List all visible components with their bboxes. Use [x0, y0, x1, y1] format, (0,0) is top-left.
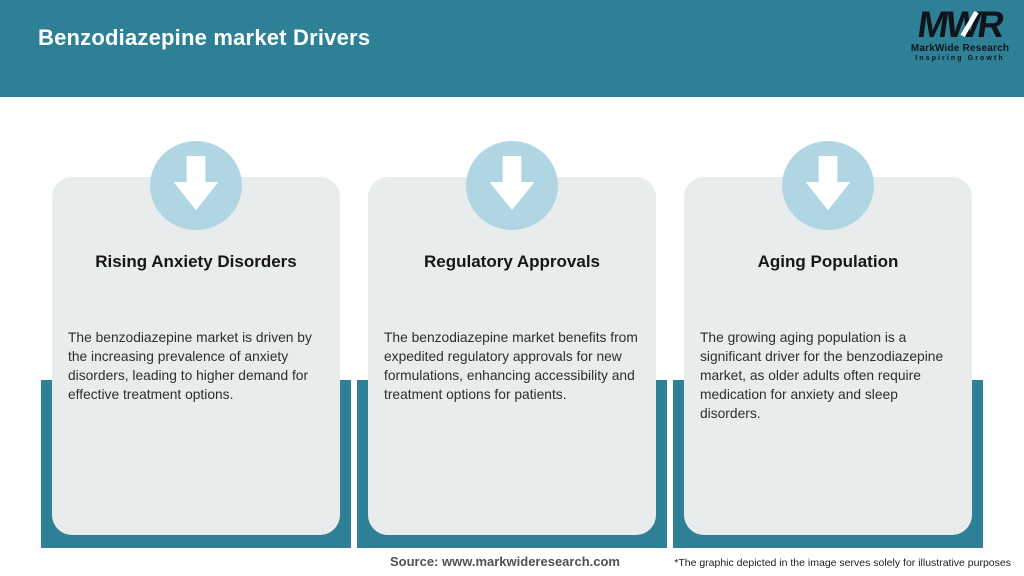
card-description: The benzodiazepine market is driven by t…	[68, 330, 312, 402]
down-arrow-icon	[150, 141, 242, 230]
card-description: The benzodiazepine market benefits from …	[384, 330, 638, 402]
markwide-research-logo: MWR MarkWide Research Inspiring Growth	[906, 4, 1014, 62]
logo-monogram-text: MWR	[915, 4, 1005, 45]
driver-card-rising-anxiety-disorders: Rising Anxiety Disorders The benzodiazep…	[52, 177, 340, 535]
card-title: Regulatory Approvals	[423, 252, 601, 271]
header-banner: Benzodiazepine market Drivers MWR MarkWi…	[0, 0, 1024, 97]
driver-card-regulatory-approvals: Regulatory Approvals The benzodiazepine …	[368, 177, 656, 535]
card-description: The growing aging population is a signif…	[700, 330, 944, 421]
down-arrow-icon	[782, 141, 874, 230]
logo-tagline: Inspiring Growth	[915, 55, 1005, 62]
disclaimer-note: *The graphic depicted in the image serve…	[674, 557, 1011, 569]
driver-card-aging-population: Aging Population The growing aging popul…	[684, 177, 972, 535]
card-title: Aging Population	[757, 252, 899, 271]
down-arrow-icon	[466, 141, 558, 230]
source-attribution: Source: www.markwideresearch.com	[389, 554, 620, 569]
page-title: Benzodiazepine market Drivers	[38, 25, 371, 50]
card-title: Rising Anxiety Disorders	[95, 252, 297, 271]
logo-company-name: MarkWide Research	[910, 43, 1010, 54]
logo-monogram: MWR	[915, 4, 1004, 45]
